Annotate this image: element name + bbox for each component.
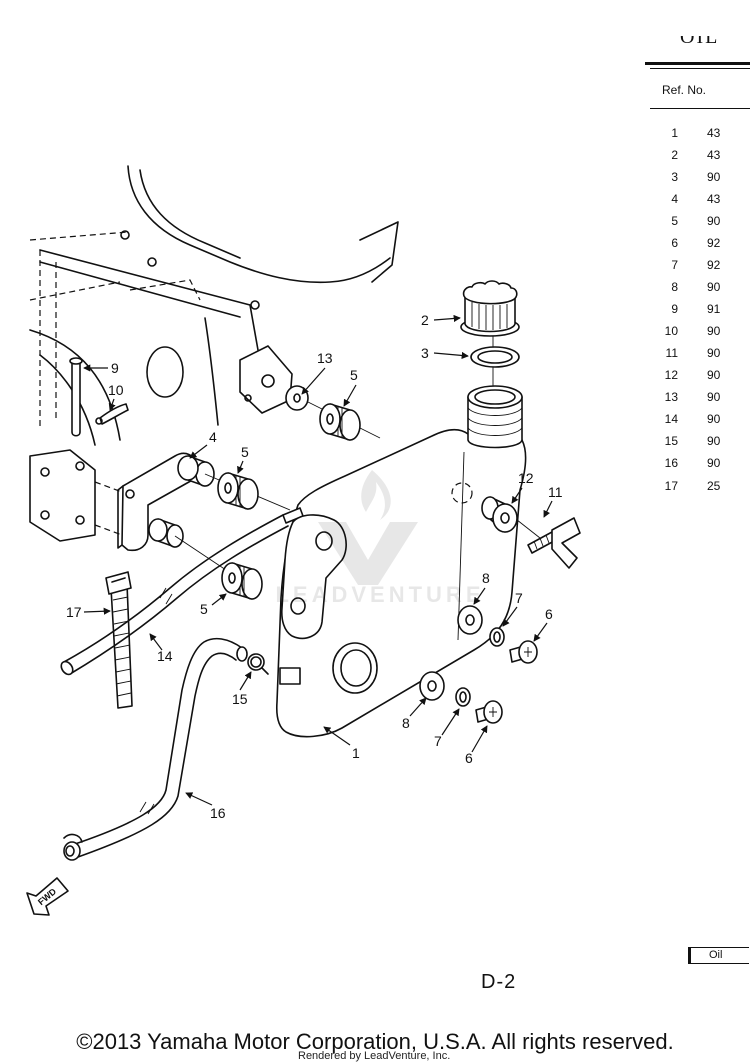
table-part-no: 90 (707, 390, 721, 404)
table-ref: 6 (671, 236, 678, 250)
table-ref: 7 (671, 258, 678, 272)
table-part-no: 90 (707, 456, 721, 470)
callout-14: 14 (157, 648, 173, 664)
watermark-text: LEADVENTURE (275, 582, 484, 607)
table-part-no: 90 (707, 324, 721, 338)
lock-washer-lower (455, 687, 471, 707)
bolt-lower (475, 700, 503, 724)
table-part-no: 90 (707, 368, 721, 382)
table-ref: 13 (664, 390, 678, 404)
clip (95, 403, 129, 425)
callout-6: 6 (545, 606, 553, 622)
forward-arrow-icon: FWD (26, 877, 69, 916)
page-title: OIL (680, 36, 720, 48)
pin (69, 357, 83, 437)
table-rule-top (645, 62, 750, 65)
copyright-notice: ©2013 Yamaha Motor Corporation, U.S.A. A… (76, 1029, 674, 1054)
table-ref: 11 (665, 346, 678, 360)
table-rule-top-thin (650, 68, 750, 69)
callout-17: 17 (66, 604, 82, 620)
table-part-no: 91 (707, 302, 721, 316)
table-part-no: 90 (707, 280, 721, 294)
filler-cap (460, 280, 520, 337)
frame-bracket (29, 449, 123, 542)
grommet-lower (221, 562, 263, 600)
table-ref: 2 (671, 148, 678, 162)
callout-3: 3 (421, 345, 429, 361)
wing-bolt (527, 517, 581, 569)
ref-no-header: Ref. No. (662, 83, 707, 97)
cap-gasket (470, 346, 520, 368)
table-part-no: 25 (707, 479, 721, 493)
washer-lower (419, 671, 445, 701)
callout-leaders (83, 314, 553, 806)
bolt-upper (509, 640, 538, 664)
section-tab: Oil (688, 947, 749, 964)
callout-12: 12 (518, 470, 534, 486)
breather-hose (60, 514, 289, 676)
table-ref: 14 (664, 412, 678, 426)
table-ref: 17 (664, 479, 678, 493)
section-tab-label: Oil (709, 949, 723, 961)
washer-upper (457, 605, 483, 635)
callout-13: 13 (317, 350, 333, 366)
lock-washer-upper (489, 627, 505, 647)
table-part-no: 90 (707, 346, 721, 360)
callout-5: 5 (350, 367, 358, 383)
callout-10: 10 (108, 382, 124, 398)
callout-2: 2 (421, 312, 429, 328)
table-ref: 5 (671, 214, 678, 228)
callout-6: 6 (465, 750, 473, 766)
callout-7: 7 (434, 733, 442, 749)
washer (285, 385, 309, 411)
table-ref: 1 (671, 126, 678, 140)
table-ref: 15 (664, 434, 678, 448)
callout-1: 1 (352, 745, 360, 761)
page-number: D-2 (481, 971, 517, 993)
callout-5: 5 (200, 601, 208, 617)
table-part-no: 90 (707, 412, 721, 426)
table-part-no: 90 (707, 214, 721, 228)
table-part-no: 43 (707, 192, 721, 206)
table-part-no: 43 (707, 148, 721, 162)
callout-9: 9 (111, 360, 119, 376)
callout-4: 4 (209, 429, 217, 445)
table-ref: 9 (671, 302, 678, 316)
oil-hose (63, 637, 248, 861)
rendered-by-notice: Rendered by LeadVenture, Inc. (298, 1050, 451, 1062)
table-part-no: 92 (707, 236, 721, 250)
callout-labels: 2 3 13 5 9 10 4 5 12 11 8 7 6 17 14 5 15… (66, 312, 563, 821)
sight-glass (332, 642, 378, 694)
callout-16: 16 (210, 805, 226, 821)
table-part-no: 90 (707, 434, 721, 448)
oil-tank-exploded-diagram: FWD 2 3 13 5 9 10 4 5 12 11 (26, 165, 581, 916)
filler-neck (467, 385, 523, 449)
callout-8: 8 (402, 715, 410, 731)
callout-11: 11 (548, 484, 563, 500)
table-ref: 4 (671, 192, 678, 206)
table-ref: 12 (664, 368, 678, 382)
callout-7: 7 (515, 590, 523, 606)
oil-tank (275, 385, 527, 738)
table-ref: 16 (664, 456, 678, 470)
table-part-no: 92 (707, 258, 721, 272)
callout-5: 5 (241, 444, 249, 460)
cable-strap (105, 571, 133, 709)
grommet-middle (217, 472, 259, 510)
table-ref: 8 (671, 280, 678, 294)
hose-clamp (247, 653, 269, 675)
frame-structure (29, 165, 399, 446)
callout-8: 8 (482, 570, 490, 586)
bushing (481, 496, 518, 533)
callout-15: 15 (232, 691, 248, 707)
table-ref: 10 (664, 324, 678, 338)
mount-bracket (117, 452, 215, 552)
table-part-no: 43 (707, 126, 721, 140)
table-ref: 3 (671, 170, 678, 184)
table-header-rule (650, 108, 750, 109)
watermark: LEADVENTURE (275, 470, 484, 607)
grommet-upper (319, 403, 361, 441)
table-part-no: 90 (707, 170, 721, 184)
